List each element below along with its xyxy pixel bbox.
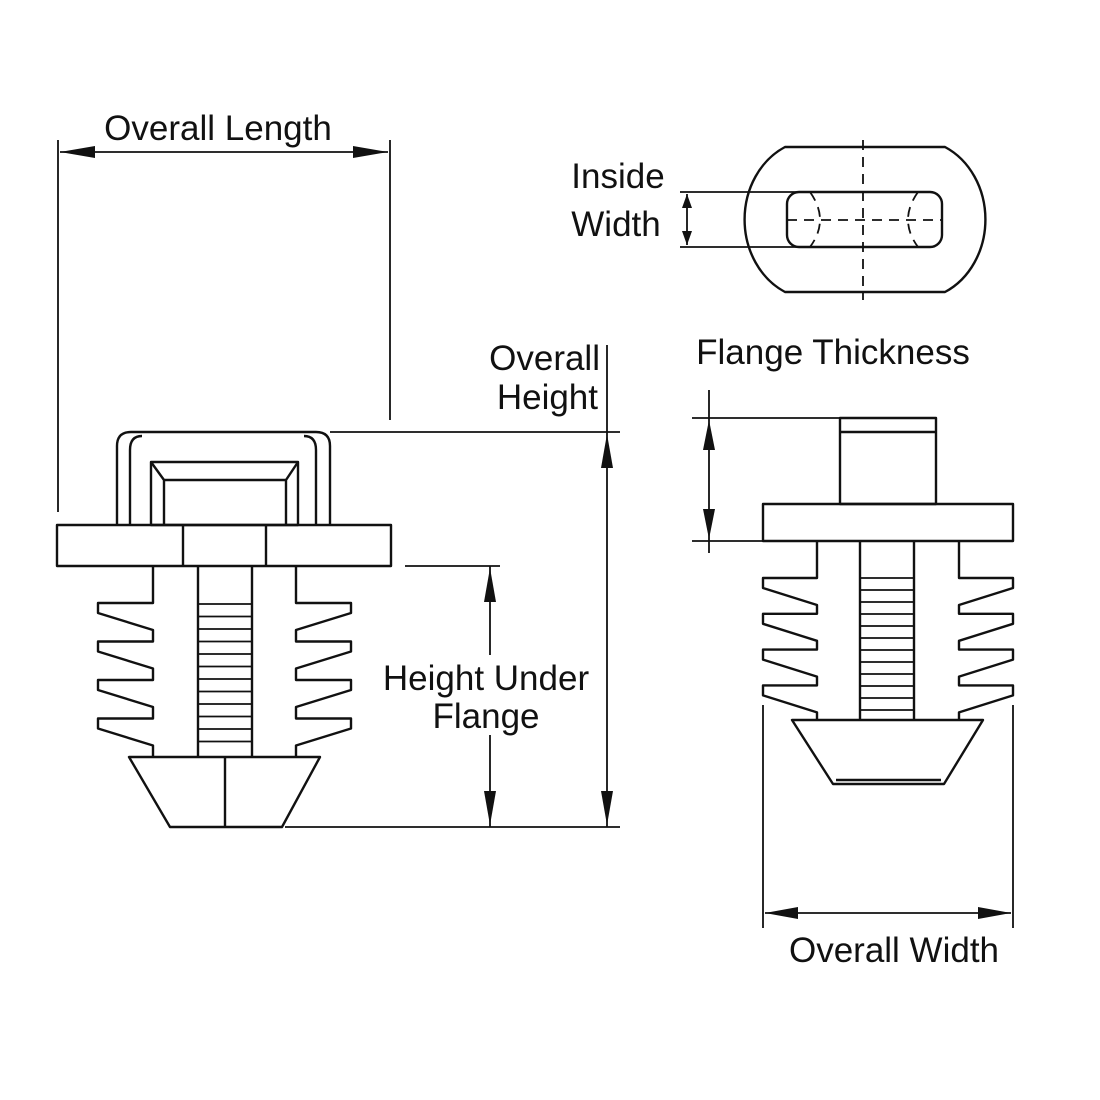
front-flange <box>55 523 393 568</box>
front-view: Overall Length Overall Height Height Und… <box>55 109 620 829</box>
overall-length-label: Overall Length <box>104 109 332 148</box>
inside-width-label-line2: Width <box>571 205 660 244</box>
inside-width-label-line1: Inside <box>571 157 664 196</box>
overall-width-label: Overall Width <box>789 931 999 970</box>
flange-thickness-label: Flange Thickness <box>696 333 970 372</box>
top-view: Inside Width <box>571 140 987 300</box>
height-under-flange-label-line2: Flange <box>432 697 539 736</box>
overall-height-label-line2: Height <box>497 378 598 417</box>
overall-height-label-line1: Overall <box>489 339 600 378</box>
front-head <box>127 755 322 829</box>
front-fins-left <box>96 566 155 757</box>
front-window-outer <box>149 460 300 527</box>
front-fins-right <box>294 566 353 757</box>
front-loop-outer <box>115 430 332 525</box>
side-fins-right <box>957 541 1015 720</box>
side-head <box>790 718 985 786</box>
top-view-outline <box>743 145 987 294</box>
front-threads <box>198 603 252 743</box>
front-loop-inner <box>128 434 318 525</box>
front-window-inner <box>150 461 299 525</box>
side-threads <box>860 577 914 711</box>
height-under-flange-label-line1: Height Under <box>383 659 590 698</box>
side-view: Flange Thickness Overall Width <box>692 333 1015 970</box>
side-flange <box>761 502 1015 543</box>
side-fins-left <box>761 541 819 720</box>
